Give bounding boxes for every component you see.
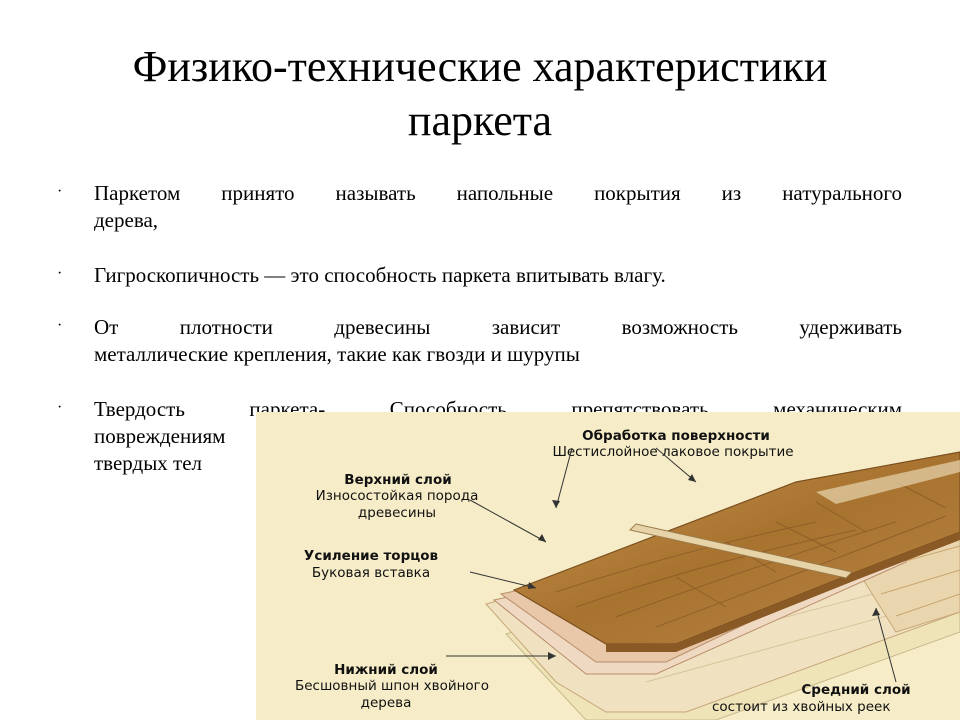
parquet-layers-illustration: Обработка поверхности Шестислойное лаков… (256, 412, 960, 720)
slide-title: Физико-технические характеристики паркет… (40, 40, 920, 148)
bullet-item-3: · От плотности древесины зависит возможн… (57, 314, 902, 368)
bullet-marker: · (57, 183, 63, 200)
bullet-item-1: · Паркетом принято называть напольные по… (57, 180, 902, 234)
title-line-1: Физико-технические характеристики (132, 42, 828, 91)
bullet-item-2: · Гигроскопичность — это способность пар… (57, 262, 902, 289)
bullet-4-line-2: повреждениям (94, 424, 226, 448)
bullet-3-line-2: металлические крепления, такие как гвозд… (94, 342, 580, 366)
title-line-2: паркета (407, 96, 553, 145)
bullet-marker: · (57, 399, 63, 416)
leader-lines (446, 447, 897, 683)
bullet-4-line-3: твердых тел (94, 451, 203, 475)
label-top-desc-2: древесины (357, 505, 437, 521)
label-top-title: Верхний слой (344, 472, 452, 488)
lacquer-coating (816, 460, 960, 504)
beech-insert (629, 523, 853, 579)
bullet-marker: · (57, 265, 63, 282)
bullet-3-line-1: От плотности древесины зависит возможнос… (94, 315, 902, 339)
label-surface-title: Обработка поверхности (582, 428, 770, 444)
label-middle-title: Средний слой (801, 682, 911, 698)
label-ends-desc: Буковая вставка (311, 565, 431, 581)
bullet-marker: · (57, 317, 63, 334)
bullet-1-line-1: Паркетом принято называть напольные покр… (94, 181, 902, 205)
label-bottom-desc-1: Бесшовный шпон хвойного (294, 678, 490, 694)
label-bottom-desc-2: дерева (360, 695, 412, 711)
bullet-1-line-2: дерева, (94, 208, 159, 232)
parquet-layers-drawing (446, 447, 960, 720)
label-bottom-title: Нижний слой (334, 662, 438, 678)
bullet-2-line-1: Гигроскопичность — это способность парке… (94, 263, 666, 287)
label-surface-desc: Шестислойное лаковое покрытие (552, 444, 794, 460)
label-ends-title: Усиление торцов (303, 548, 439, 564)
label-top-desc-1: Износостойкая порода (315, 488, 479, 504)
label-middle-desc: состоит из хвойных реек (712, 699, 891, 715)
